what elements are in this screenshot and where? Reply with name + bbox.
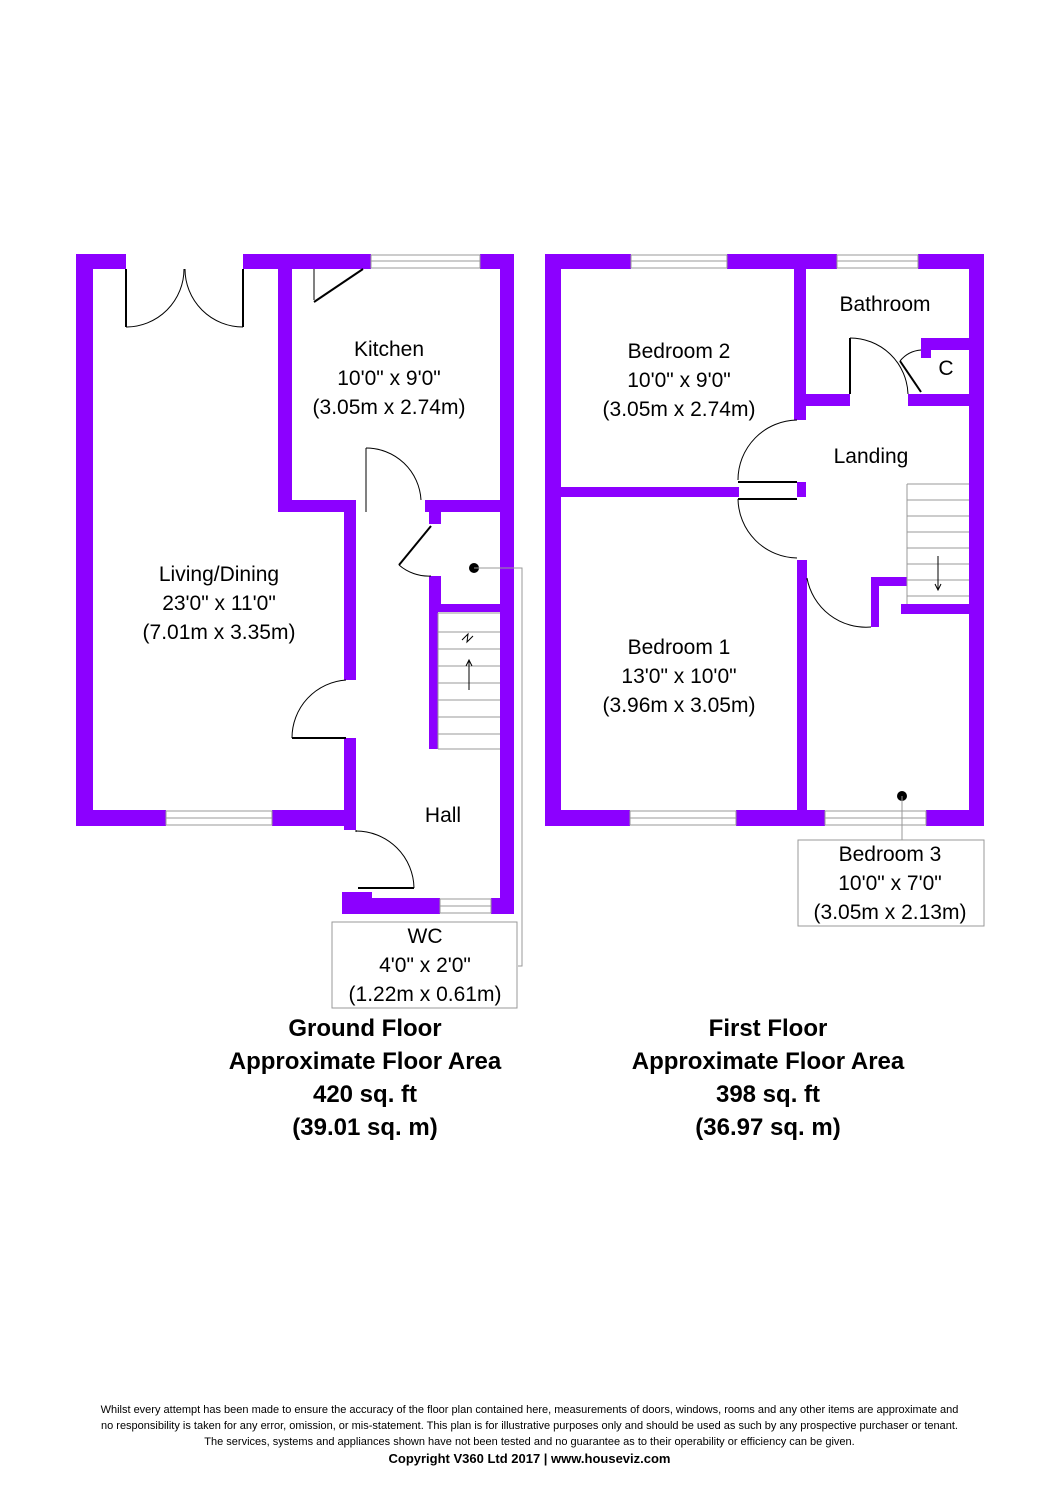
first-floor-bedroom3-leader — [897, 791, 907, 840]
disclaimer: Whilst every attempt has been made to en… — [20, 1402, 1039, 1468]
ground-floor-title: Ground Floor — [288, 1015, 442, 1042]
ground-floor-doors — [125, 268, 432, 889]
first-floor-plan — [545, 254, 985, 927]
copyright-notice: Copyright V360 Ltd 2017 | www.houseviz.c… — [388, 1451, 671, 1466]
first-floor-windows — [629, 254, 927, 826]
first-floor-area-sqft: 398 sq. ft — [715, 1081, 821, 1108]
kitchen-imperial: 10'0" x 9'0" — [337, 367, 441, 390]
bedroom1-metric: (3.96m x 3.05m) — [603, 694, 756, 717]
first-floor-stairs — [906, 483, 969, 604]
first-floor-title: First Floor — [708, 1015, 828, 1042]
bedroom3-name: Bedroom 3 — [839, 843, 942, 866]
living-dining-imperial: 23'0" x 11'0" — [162, 592, 276, 615]
living-dining-name: Living/Dining — [159, 563, 279, 586]
wc-metric: (1.22m x 0.61m) — [349, 983, 502, 1006]
first-floor-walls — [545, 254, 984, 826]
wc-imperial: 4'0" x 2'0" — [379, 954, 471, 977]
cupboard-name: C — [938, 357, 953, 380]
living-dining-metric: (7.01m x 3.35m) — [143, 621, 296, 644]
first-floor-area-sqm: (36.97 sq. m) — [695, 1114, 841, 1141]
ground-floor-wc-leader — [469, 563, 523, 967]
bedroom3-imperial: 10'0" x 7'0" — [838, 872, 942, 895]
ground-floor-area-subtitle: Approximate Floor Area — [228, 1048, 502, 1075]
kitchen-name: Kitchen — [354, 338, 424, 361]
bedroom1-imperial: 13'0" x 10'0" — [621, 665, 736, 688]
ground-floor-area-sqm: (39.01 sq. m) — [292, 1114, 438, 1141]
bedroom3-metric: (3.05m x 2.13m) — [814, 901, 967, 924]
first-floor-area-summary: First Floor Approximate Floor Area 398 s… — [608, 1012, 928, 1144]
disclaimer-line-1: Whilst every attempt has been made to en… — [100, 1404, 959, 1416]
disclaimer-line-3: The services, systems and appliances sho… — [204, 1436, 855, 1448]
wc-label-box — [331, 921, 518, 1009]
first-floor-labels: Bedroom 2 10'0" x 9'0" (3.05m x 2.74m) B… — [603, 293, 967, 924]
bathroom-name: Bathroom — [839, 293, 930, 316]
first-floor-doors — [737, 337, 922, 628]
ground-floor-area-sqft: 420 sq. ft — [312, 1081, 418, 1108]
ground-floor-windows — [165, 254, 492, 914]
disclaimer-line-2: no responsibility is taken for any error… — [100, 1420, 958, 1432]
ground-floor-labels: Living/Dining 23'0" x 11'0" (7.01m x 3.3… — [143, 338, 502, 1006]
bedroom1-name: Bedroom 1 — [628, 636, 731, 659]
landing-name: Landing — [834, 445, 909, 468]
bedroom3-label-box — [797, 839, 985, 927]
hall-name: Hall — [425, 804, 461, 827]
ground-floor-area-summary: Ground Floor Approximate Floor Area 420 … — [205, 1012, 525, 1144]
first-floor-area-subtitle: Approximate Floor Area — [631, 1048, 905, 1075]
ground-floor-plan — [76, 254, 523, 1009]
bedroom2-imperial: 10'0" x 9'0" — [627, 369, 731, 392]
kitchen-metric: (3.05m x 2.74m) — [313, 396, 466, 419]
bedroom2-metric: (3.05m x 2.74m) — [603, 398, 756, 421]
bedroom2-name: Bedroom 2 — [628, 340, 731, 363]
wc-name: WC — [408, 925, 443, 948]
ground-floor-stairs — [437, 612, 500, 750]
ground-floor-walls — [76, 254, 514, 914]
